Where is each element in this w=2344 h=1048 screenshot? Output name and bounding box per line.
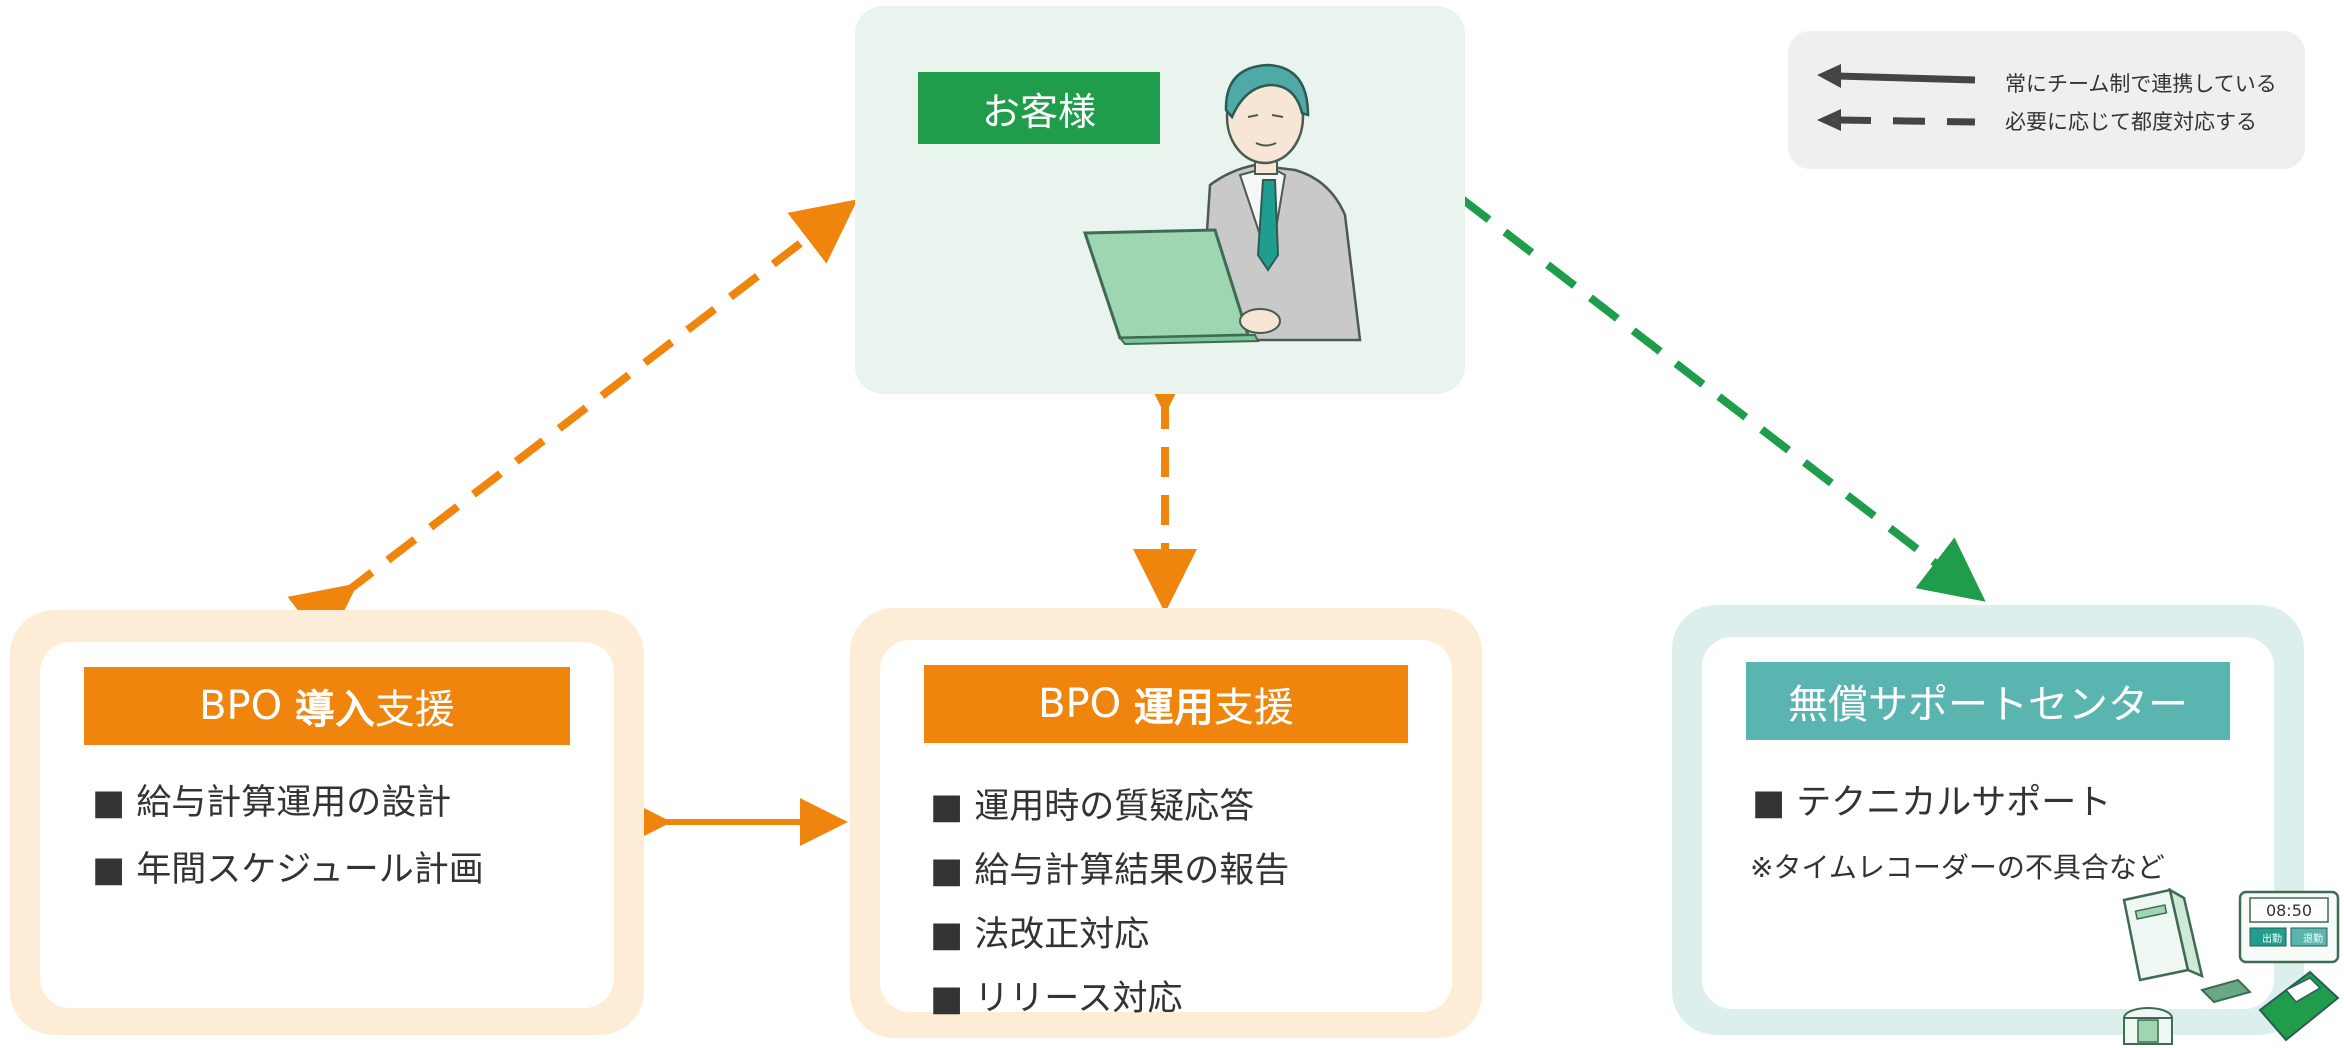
support-center-title: 無償サポートセンター (1746, 662, 2230, 740)
legend-solid-arrow (1817, 64, 1976, 88)
arrow-customer-intro (287, 199, 858, 648)
time-recorder-illustration: 08:50 出勤 退勤 (2122, 887, 2340, 1045)
support-center-item: ■ テクニカルサポート (1752, 783, 2112, 823)
operation-support-item: ■ 給与計算結果の報告 (930, 851, 1290, 891)
legend-dashed-label: 必要に応じて都度対応する (2005, 110, 2257, 134)
support-center-note: ※タイムレコーダーの不具合など (1750, 851, 2165, 884)
operation-support-item: ■ リリース対応 (930, 979, 1183, 1019)
intro-support-item: ■ 年間スケジュール計画 (92, 850, 484, 890)
operation-support-title: BPO 運用支援 (924, 665, 1408, 743)
legend (1788, 31, 2305, 169)
intro-support-title: BPO 導入支援 (84, 667, 570, 745)
operation-support-item: ■ 法改正対応 (930, 915, 1150, 955)
device-button-in: 出勤 (2262, 932, 2282, 945)
intro-support-item: ■ 給与計算運用の設計 (92, 783, 452, 823)
legend-solid-label: 常にチーム制で連携している (2005, 72, 2277, 96)
customer-person-illustration (1082, 63, 1362, 345)
device-button-out: 退勤 (2303, 932, 2323, 945)
device-display-time: 08:50 (2266, 901, 2312, 920)
customer-label: お客様 (918, 72, 1160, 144)
arrow-customer-support (1459, 195, 1986, 602)
legend-dashed-arrow (1817, 109, 1976, 131)
operation-support-item: ■ 運用時の質疑応答 (930, 787, 1255, 827)
